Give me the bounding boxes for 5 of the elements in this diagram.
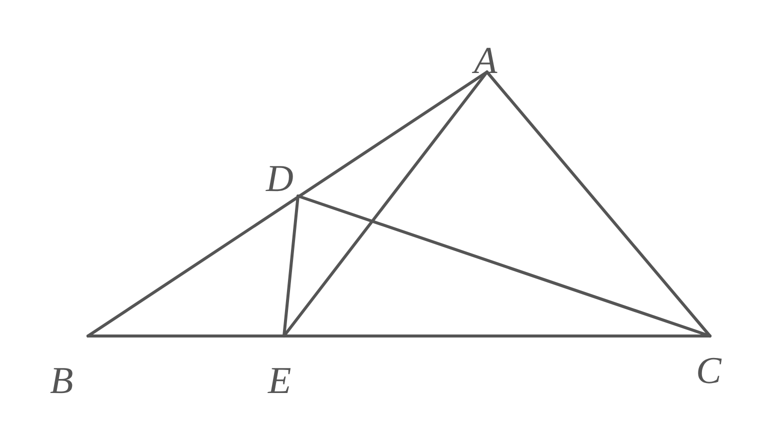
vertex-label: A xyxy=(474,42,498,80)
vertex-label: B xyxy=(50,362,74,400)
vertex-label: C xyxy=(696,352,722,390)
vertex-label: D xyxy=(266,160,294,198)
vertex-label: E xyxy=(268,362,292,400)
